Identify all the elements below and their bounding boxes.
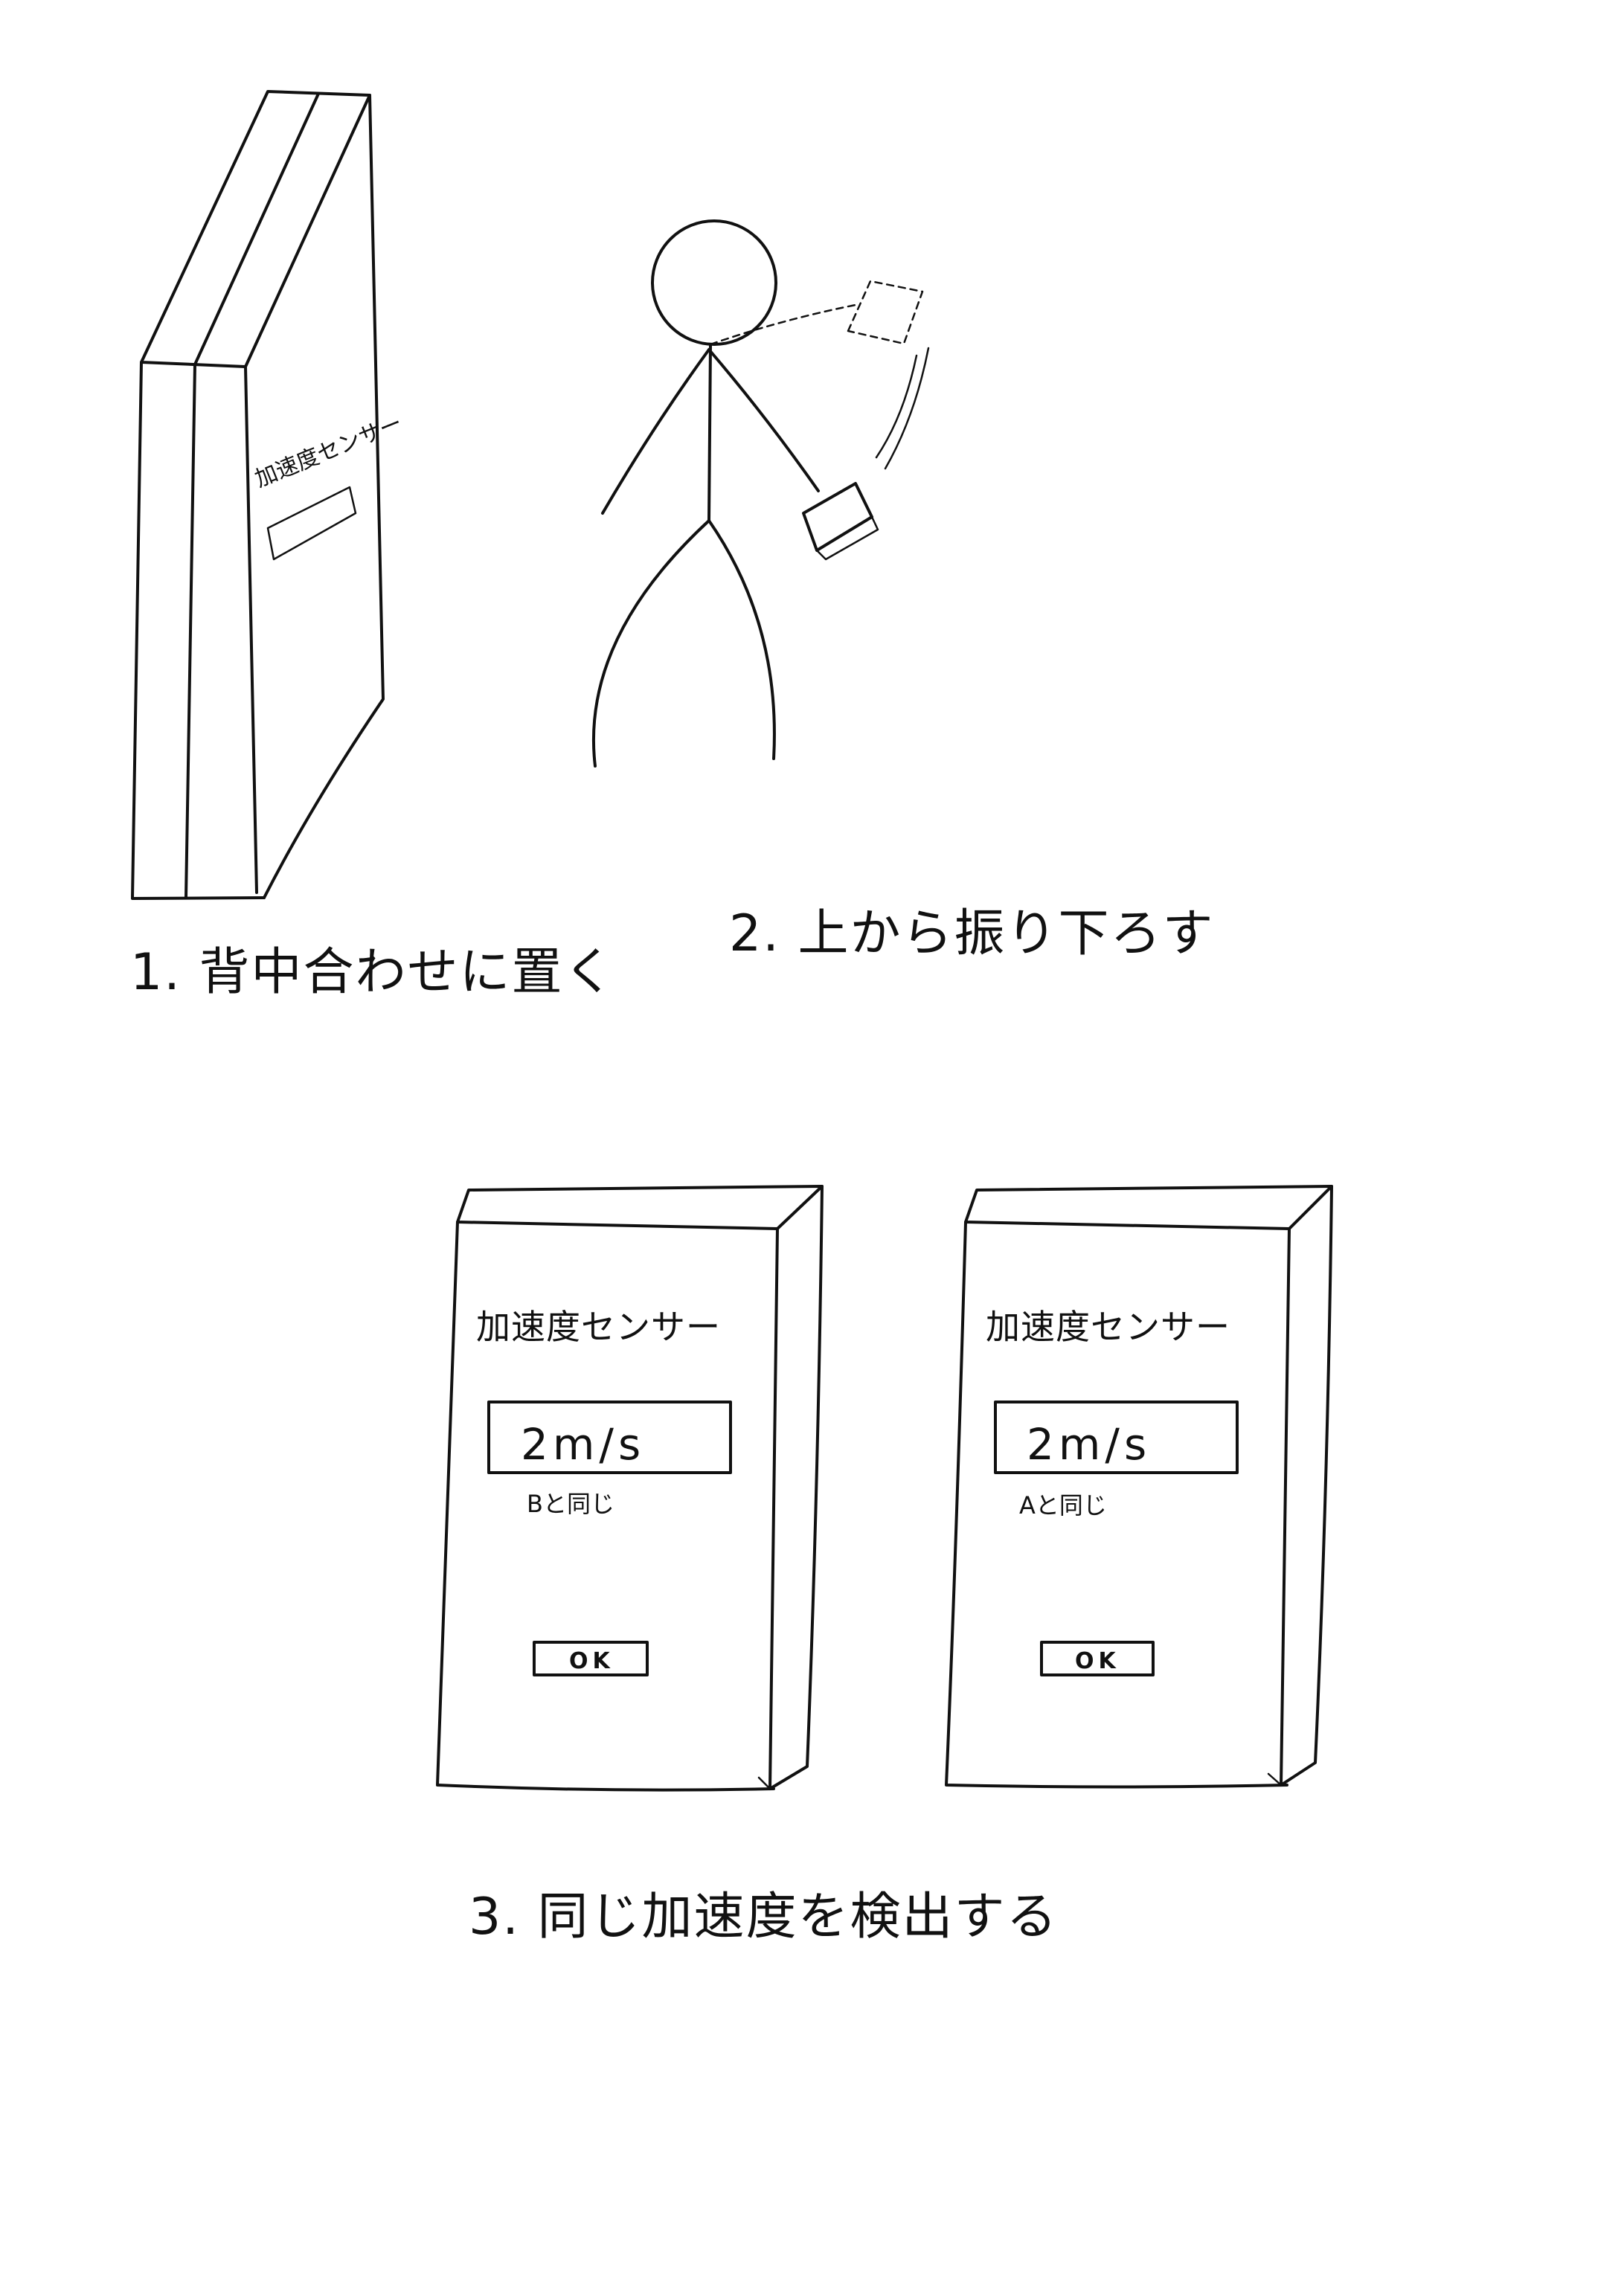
device-a-body: [436, 1185, 824, 1792]
device-b-ok-button[interactable]: OK: [1075, 1648, 1120, 1674]
step2-caption: 2. 上から振り下ろす: [729, 904, 1215, 963]
device-a-title: 加速度センサー: [476, 1307, 721, 1347]
head: [651, 219, 777, 346]
device-b-note: Aと同じ: [1019, 1491, 1107, 1520]
device-b-title: 加速度センサー: [986, 1307, 1230, 1347]
step1-sensor-label: 加速度センサー: [251, 410, 406, 492]
device-a-note: Bと同じ: [527, 1490, 614, 1518]
step1-caption: 1. 背中合わせに置く: [130, 943, 616, 1002]
step3-caption: 3. 同じ加速度を検出する: [469, 1888, 1059, 1946]
device-b-value: 2m/s: [1027, 1419, 1151, 1470]
device-b-body: [945, 1185, 1333, 1789]
device-a-value: 2m/s: [521, 1419, 645, 1470]
step2-person-illustration: [591, 219, 930, 768]
device-a-ok-button-frame: [533, 1641, 649, 1676]
device-b-value-box: [994, 1401, 1239, 1474]
device-b-ok-button-frame: [1040, 1641, 1155, 1676]
device-a-ok-button[interactable]: OK: [569, 1648, 614, 1674]
step1-devices-illustration: [131, 90, 385, 900]
device-a-value-box: [487, 1401, 732, 1474]
